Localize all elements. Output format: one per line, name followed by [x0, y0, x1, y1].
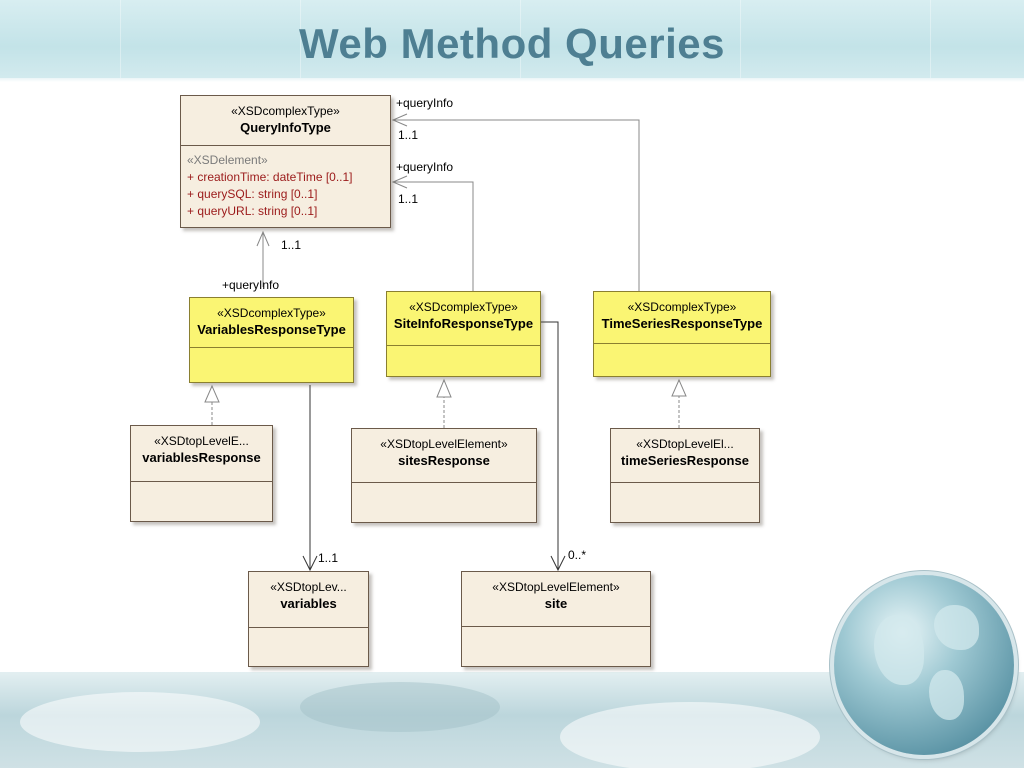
slide-title: Web Method Queries: [299, 20, 725, 67]
hollow-triangle-icon: [204, 384, 220, 403]
stereotype-label: «XSDtopLevelElement»: [380, 437, 508, 451]
open-arrowhead: [391, 175, 408, 189]
association-line: [393, 181, 474, 292]
class-name: variables: [280, 596, 337, 611]
association-line: [541, 321, 559, 570]
attribute-stereotype: «XSDelement»: [187, 153, 268, 167]
stereotype-label: «XSDcomplexType»: [409, 300, 518, 314]
stereotype-label: «XSDtopLevelE...: [154, 434, 249, 448]
class-name: site: [544, 596, 568, 611]
open-arrowhead: [256, 230, 270, 247]
attribute-list: «XSDelement» + creationTime: dateTime [0…: [181, 146, 390, 220]
role-label-query-info: +queryInfo: [396, 96, 454, 110]
role-label-query-info: +queryInfo: [396, 160, 454, 174]
open-arrowhead: [391, 113, 408, 127]
multiplicity-label: 1..1: [281, 238, 302, 252]
multiplicity-label: 1..1: [398, 128, 419, 142]
class-time-series-response[interactable]: «XSDtopLevelEl... timeSeriesResponse: [610, 428, 760, 523]
class-time-series-response-type[interactable]: «XSDcomplexType» TimeSeriesResponseType: [593, 291, 771, 377]
class-name: variablesResponse: [142, 450, 261, 465]
association-line: [393, 119, 640, 292]
globe-icon: [834, 575, 1014, 755]
class-name: SiteInfoResponseType: [393, 316, 534, 331]
class-variables-response-type[interactable]: «XSDcomplexType» VariablesResponseType: [189, 297, 354, 383]
class-variables[interactable]: «XSDtopLev... variables: [248, 571, 369, 667]
stereotype-label: «XSDtopLev...: [270, 580, 347, 594]
hollow-triangle-icon: [671, 378, 687, 397]
class-name: QueryInfoType: [240, 120, 331, 135]
attribute-row: + queryURL: string [0..1]: [187, 204, 318, 218]
class-name: sitesResponse: [398, 453, 490, 468]
class-site[interactable]: «XSDtopLevelElement» site: [461, 571, 651, 667]
class-site-info-response-type[interactable]: «XSDcomplexType» SiteInfoResponseType: [386, 291, 541, 377]
hollow-triangle-icon: [436, 378, 452, 398]
class-name: timeSeriesResponse: [621, 453, 749, 468]
class-query-info-type[interactable]: «XSDcomplexType» QueryInfoType «XSDeleme…: [180, 95, 391, 228]
multiplicity-label: 1..1: [398, 192, 419, 206]
attribute-row: + creationTime: dateTime [0..1]: [187, 170, 353, 184]
attribute-row: + querySQL: string [0..1]: [187, 187, 318, 201]
stereotype-label: «XSDcomplexType»: [231, 104, 340, 118]
stereotype-label: «XSDtopLevelEl...: [636, 437, 734, 451]
multiplicity-label: 0..*: [568, 548, 587, 562]
stereotype-label: «XSDcomplexType»: [217, 306, 326, 320]
class-name: TimeSeriesResponseType: [601, 316, 763, 331]
open-arrowhead: [550, 555, 566, 572]
title-rule: [0, 78, 1024, 82]
role-label-query-info: +queryInfo: [222, 278, 280, 292]
class-variables-response[interactable]: «XSDtopLevelE... variablesResponse: [130, 425, 273, 522]
open-arrowhead: [302, 555, 318, 572]
title-band: [0, 0, 1024, 78]
class-sites-response[interactable]: «XSDtopLevelElement» sitesResponse: [351, 428, 537, 523]
stereotype-label: «XSDtopLevelElement»: [492, 580, 620, 594]
multiplicity-label: 1..1: [318, 551, 339, 565]
stereotype-label: «XSDcomplexType»: [627, 300, 737, 314]
class-name: VariablesResponseType: [197, 322, 346, 337]
